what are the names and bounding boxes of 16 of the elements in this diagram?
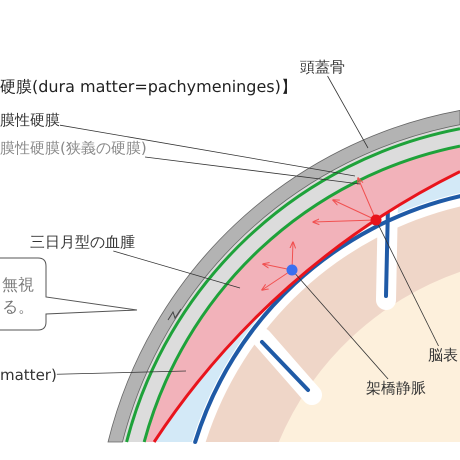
part-label: 三日月型の血腫 bbox=[30, 233, 135, 251]
leader-line bbox=[112, 250, 240, 288]
part-label: 膜性硬膜 bbox=[0, 111, 60, 129]
callout-text: 無視る。 bbox=[2, 274, 35, 318]
leader-line bbox=[60, 124, 356, 176]
leader-line bbox=[327, 76, 368, 148]
leader-line bbox=[378, 224, 439, 346]
part-label: matter) bbox=[0, 366, 57, 384]
leader-line bbox=[56, 370, 186, 375]
part-label: 頭蓋骨 bbox=[300, 58, 345, 76]
leader-line bbox=[295, 274, 388, 380]
part-label: 脳表 bbox=[428, 346, 458, 364]
leader-line bbox=[144, 156, 360, 184]
part-label: 膜性硬膜(狭義の硬膜) bbox=[0, 139, 147, 157]
part-label: 架橋静脈 bbox=[366, 379, 426, 397]
heading-label: 硬膜(dura matter=pachymeninges)】 bbox=[0, 78, 297, 96]
